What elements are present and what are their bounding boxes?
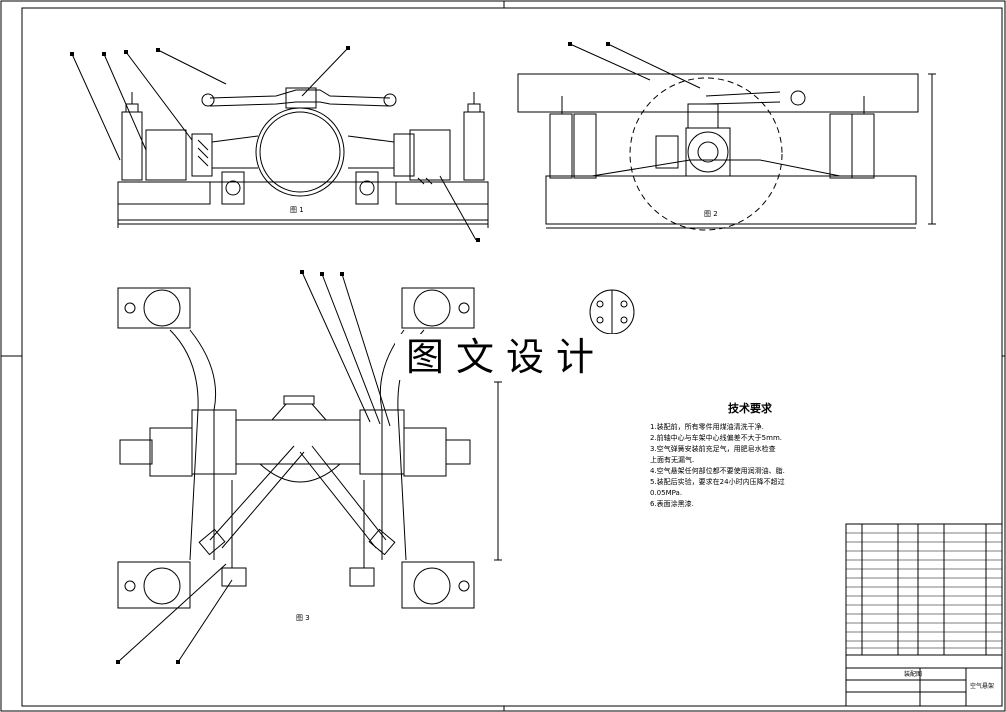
note-line: 6.表面涂黑漆. [650, 500, 694, 508]
detail-a [589, 289, 635, 335]
top-view [117, 271, 502, 663]
technical-requirements: 技术要求 1.装配前，所有零件用煤油清洗干净. 2.前轴中心与车架中心线偏差不大… [650, 400, 840, 510]
leader-tags [70, 42, 610, 664]
title-block [845, 523, 1003, 707]
note-line: 2.前轴中心与车架中心线偏差不大于5mm. [650, 434, 782, 442]
top-view-label: 图 3 [296, 614, 310, 622]
side-view-label: 图 2 [704, 210, 718, 218]
note-line: 4.空气悬架任何部位都不要使用润滑油、脂. [650, 467, 785, 475]
note-line: 3.空气弹簧安装前充足气，用肥皂水检查 [650, 445, 776, 453]
product-name: 空气悬架 [970, 682, 994, 690]
note-line: 0.05MPa. [650, 489, 683, 497]
note-line: 5.装配后实验，要求在24小时内压降不超过 [650, 478, 785, 486]
front-view [71, 47, 489, 241]
watermark: 图文设计 [395, 334, 617, 380]
parts-list-rows [846, 532, 1002, 649]
side-view [517, 43, 936, 231]
front-view-label: 图 1 [290, 206, 304, 214]
inner-border [21, 7, 1003, 707]
assembly-name: 装配图 [904, 670, 922, 678]
note-line: 上面有无漏气. [650, 456, 695, 464]
note-line: 1.装配前，所有零件用煤油清洗干净. [650, 423, 764, 431]
notes-title: 技术要求 [728, 402, 772, 415]
